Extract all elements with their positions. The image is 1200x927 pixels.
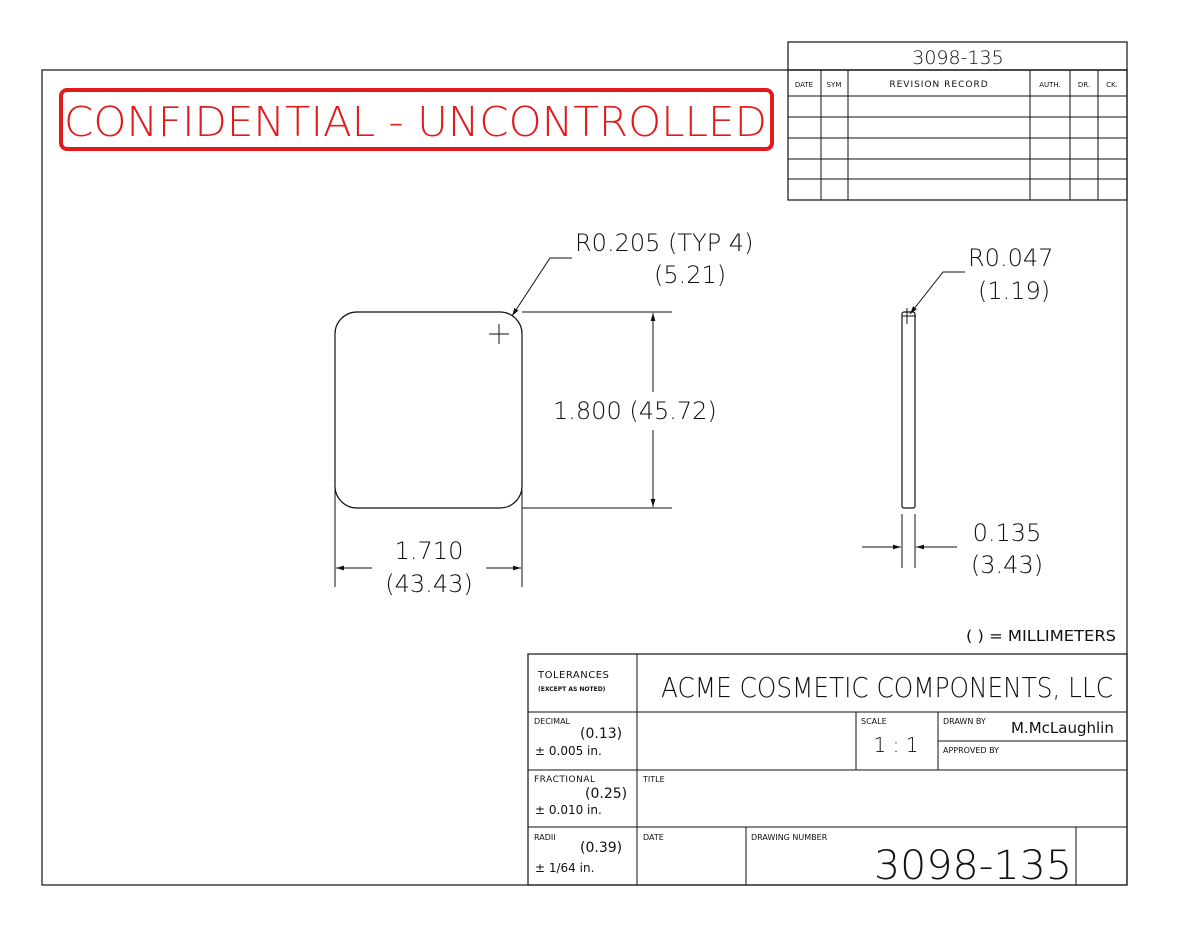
tolerances-sub: (EXCEPT AS NOTED) [538, 686, 606, 693]
rev-header-record: REVISION RECORD [889, 80, 988, 90]
front-view: R0.205 (TYP 4) (5.21) 1.800 (45.72) 1.71… [334, 229, 753, 598]
company-name: ACME COSMETIC COMPONENTS, LLC [661, 671, 1113, 704]
rev-header-dr: DR. [1078, 81, 1090, 89]
scale-value: 1 : 1 [874, 733, 919, 757]
decimal-mm: (0.13) [580, 726, 622, 742]
decimal-label: DECIMAL [534, 717, 571, 726]
fractional-tolerance: ± 0.010 in. [535, 803, 602, 817]
edge-radius-leader [909, 271, 965, 315]
drawn-by-label: DRAWN BY [943, 717, 986, 726]
drawing-number-label: DRAWING NUMBER [751, 833, 828, 842]
decimal-tolerance: ± 0.005 in. [535, 744, 602, 758]
radii-mm: (0.39) [580, 840, 622, 856]
part-outline-side [901, 311, 916, 509]
units-note: ( ) = MILLIMETERS [966, 627, 1116, 645]
rev-header-auth: AUTH. [1039, 81, 1061, 89]
scale-label: SCALE [861, 717, 887, 726]
part-outline-front [334, 311, 523, 509]
radii-tolerance: ± 1/64 in. [535, 861, 594, 875]
radius-leader [511, 257, 572, 317]
width-in-label: 1.710 [395, 537, 464, 565]
sheet-border [41, 69, 1128, 886]
drawing-number-value: 3098-135 [874, 843, 1072, 889]
confidential-stamp: CONFIDENTIAL - UNCONTROLLED [59, 88, 774, 151]
radius-in-label: R0.205 (TYP 4) [575, 229, 753, 257]
side-view: R0.047 (1.19) 0.135 (3.43) [862, 244, 1053, 579]
edge-radius-in-label: R0.047 [968, 244, 1053, 272]
edge-radius-mm-label: (1.19) [978, 277, 1050, 305]
radius-mm-label: (5.21) [654, 261, 726, 289]
title-block: TOLERANCES (EXCEPT AS NOTED) ACME COSMET… [527, 653, 1128, 889]
height-label: 1.800 (45.72) [553, 397, 717, 425]
rev-header-sym: SYM [827, 81, 842, 89]
radii-label: RADII [534, 833, 556, 842]
top-number-tab: 3098-135 [787, 41, 1128, 71]
fractional-label: FRACTIONAL [534, 775, 596, 785]
rev-header-ck: CK. [1106, 81, 1118, 89]
thickness-in-label: 0.135 [973, 519, 1042, 547]
top-tab-number: 3098-135 [912, 47, 1003, 69]
date-label: DATE [643, 833, 664, 842]
rev-header-date: DATE [795, 81, 813, 89]
width-mm-label: (43.43) [385, 570, 472, 598]
title-label: TITLE [642, 775, 665, 784]
thickness-mm-label: (3.43) [971, 551, 1043, 579]
drawn-by-value: M.McLaughlin [1011, 719, 1114, 737]
approved-by-label: APPROVED BY [943, 746, 999, 755]
stamp-text: CONFIDENTIAL - UNCONTROLLED [64, 98, 767, 146]
tolerances-label: TOLERANCES [537, 670, 609, 681]
fractional-mm: (0.25) [585, 786, 627, 802]
revision-table: DATE SYM REVISION RECORD AUTH. DR. CK. [787, 69, 1128, 201]
